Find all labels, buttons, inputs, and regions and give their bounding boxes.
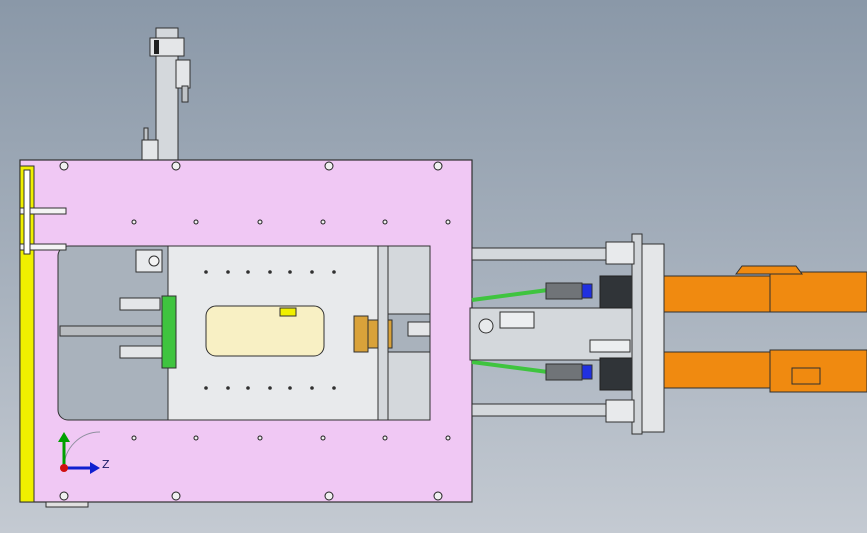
orange-tubes[interactable] <box>663 265 867 393</box>
slide-block-holes <box>204 270 336 390</box>
green-hoses[interactable] <box>471 288 549 374</box>
coordinate-triad-icon: Z <box>58 431 110 474</box>
axis-z-label: Z <box>102 458 110 471</box>
slide-block[interactable] <box>161 245 431 421</box>
end-plate[interactable] <box>605 233 665 435</box>
fittings[interactable] <box>545 275 637 391</box>
left-rod[interactable] <box>59 249 169 359</box>
plate-bolts <box>59 161 451 501</box>
guide-rods[interactable] <box>471 247 633 417</box>
yellow-side-bar[interactable] <box>19 165 89 508</box>
vertical-cylinder[interactable] <box>141 27 191 165</box>
